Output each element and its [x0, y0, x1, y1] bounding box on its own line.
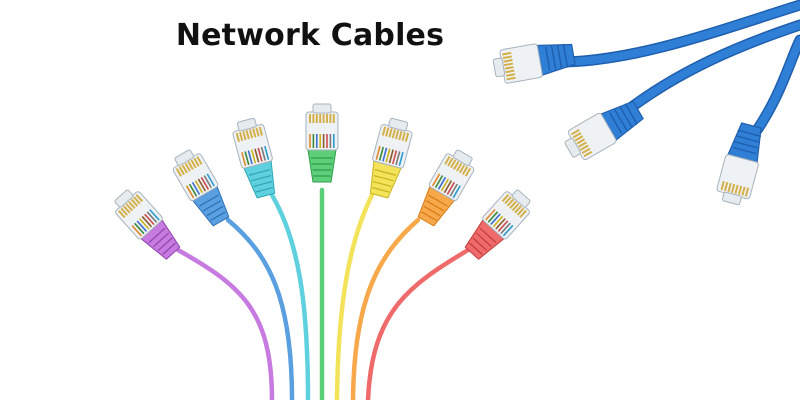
blue-cable: [172, 149, 295, 400]
blue-patch-cable-2: [564, 19, 800, 161]
cyan-cable: [232, 117, 311, 400]
blue-patch-cable-1: [492, 0, 800, 84]
orange-cable: [350, 149, 475, 400]
purple-cable: [114, 189, 275, 400]
yellow-cable: [334, 117, 413, 400]
blue-patch-cable-3: [716, 34, 800, 206]
green-cable: [305, 103, 339, 400]
red-cable: [365, 189, 531, 400]
page-title: Network Cables: [175, 18, 445, 53]
